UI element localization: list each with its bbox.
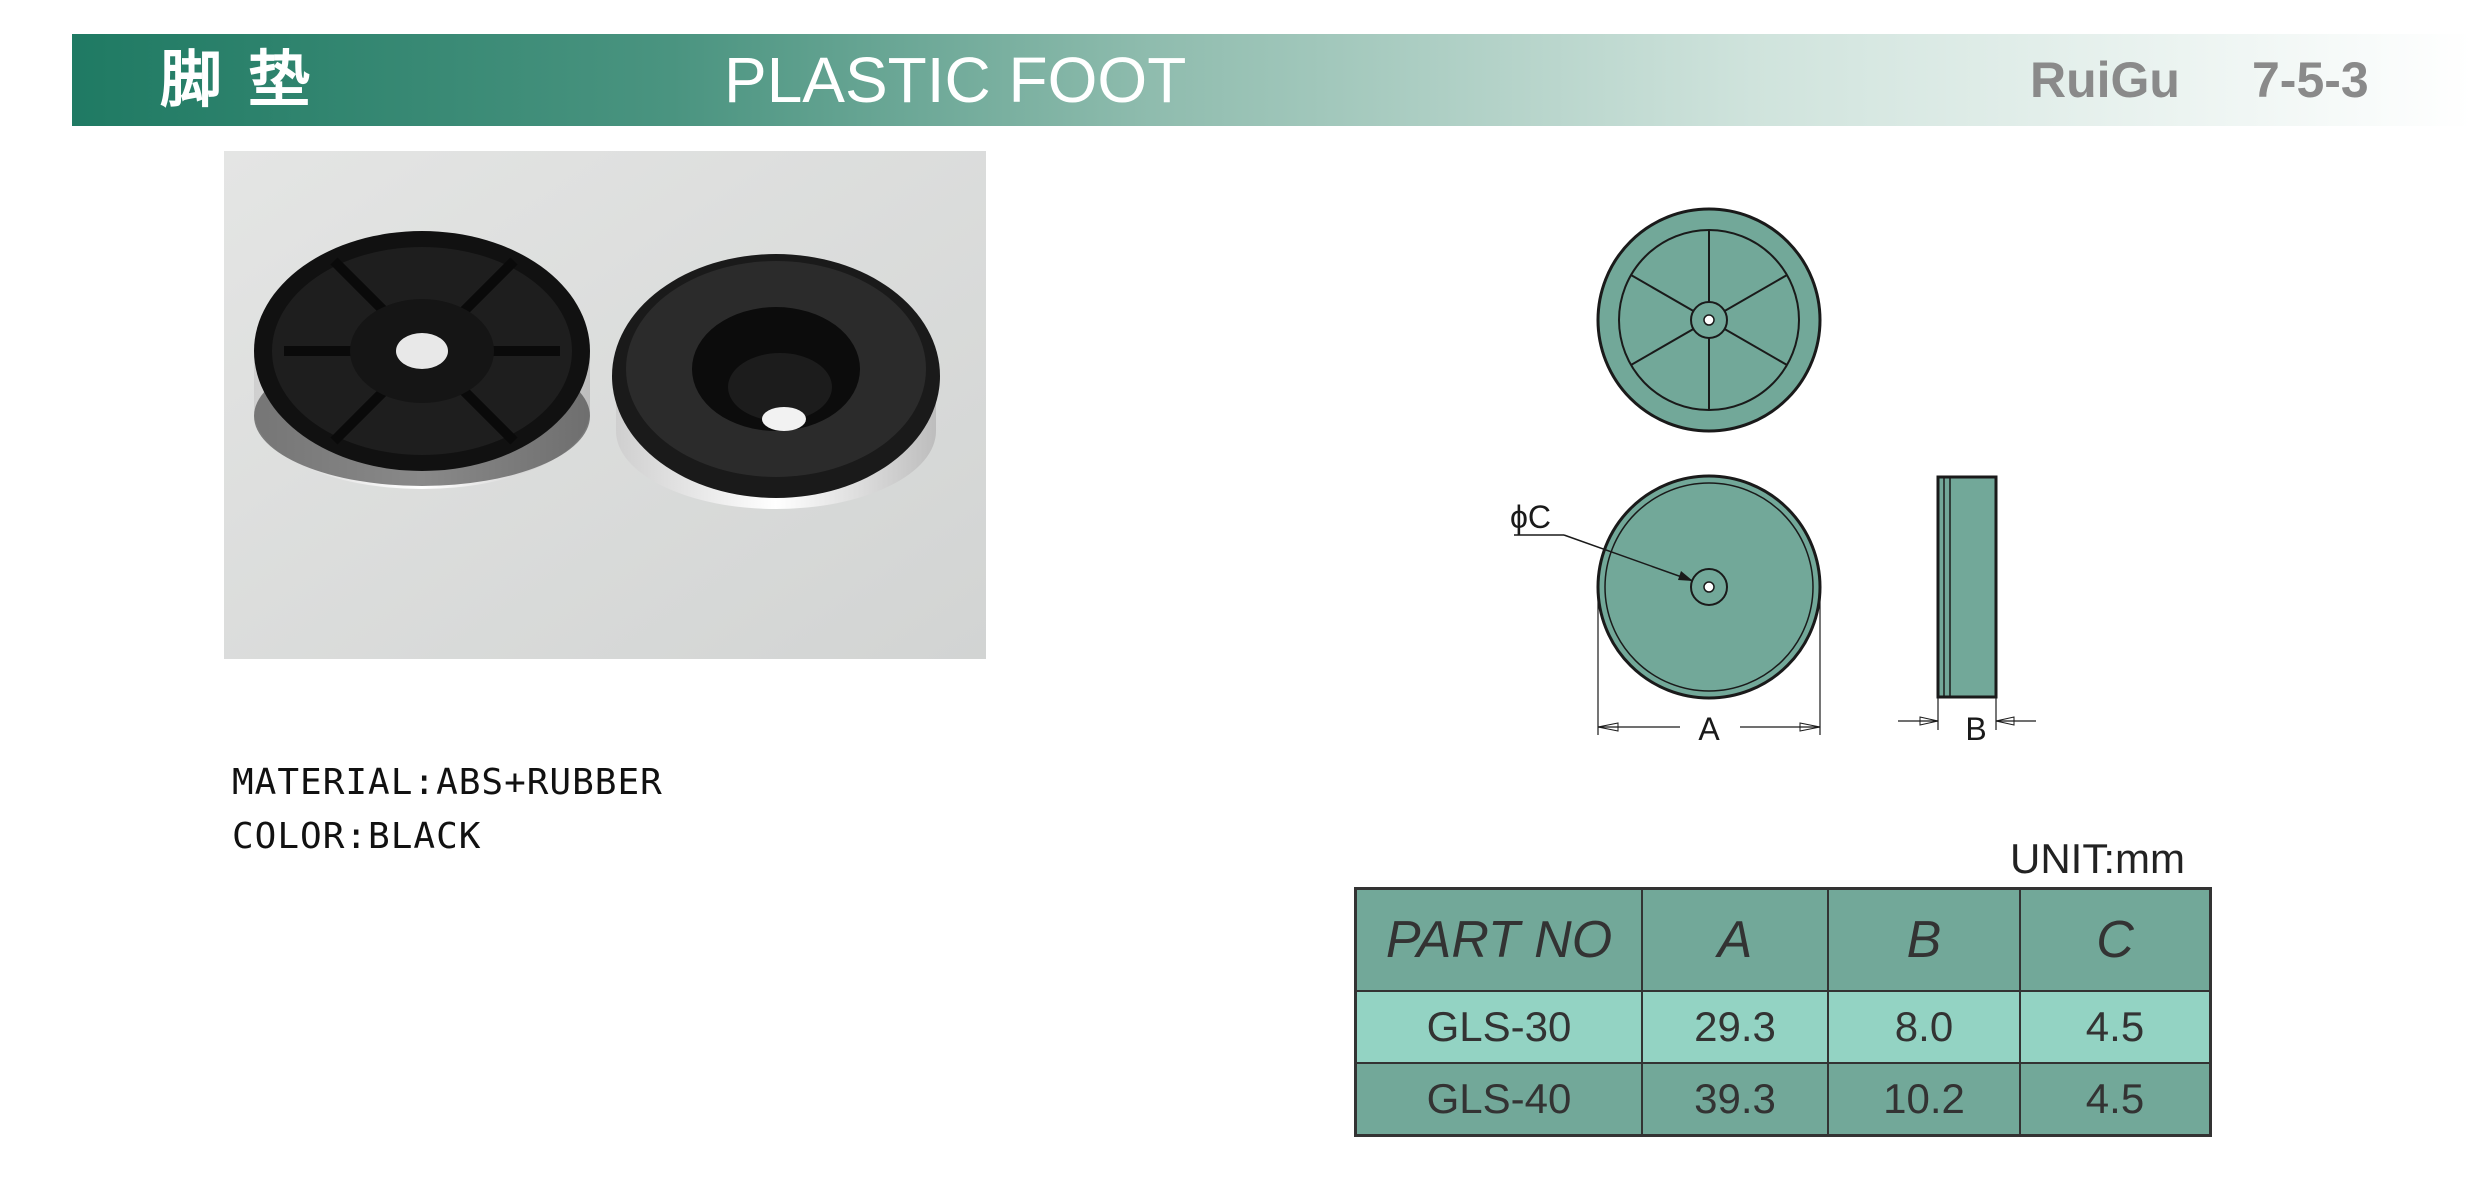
cell-b: 8.0 (1827, 990, 2021, 1064)
dimension-table: PART NO A B C GLS-30 29.3 8.0 4.5 GLS-40… (1354, 887, 2212, 1137)
front-view: ϕC A (1510, 474, 1822, 747)
title-chinese: 脚垫 (160, 43, 337, 116)
brand-name: RuiGu (2030, 52, 2180, 108)
product-photo (224, 151, 986, 659)
material-spec: MATERIAL:ABS+RUBBER (232, 762, 663, 803)
cell-part-no: GLS-30 (1354, 990, 1643, 1064)
cell-part-no: GLS-40 (1354, 1062, 1643, 1137)
table-row: GLS-40 39.3 10.2 4.5 (1354, 1062, 2212, 1137)
table-header-row: PART NO A B C (1354, 887, 2212, 992)
table-row: GLS-30 29.3 8.0 4.5 (1354, 990, 2212, 1064)
catalog-code: 7-5-3 (2252, 52, 2369, 108)
color-spec: COLOR:BLACK (232, 816, 482, 857)
header-a: A (1641, 887, 1829, 992)
cell-a: 39.3 (1641, 1062, 1829, 1137)
side-view: B (1898, 475, 2036, 747)
dimension-label-c: ϕC (1510, 499, 1551, 535)
dimension-label-b: B (1965, 711, 1986, 747)
header-b: B (1827, 887, 2021, 992)
dimension-label-a: A (1698, 711, 1720, 747)
cell-c: 4.5 (2019, 990, 2212, 1064)
cell-c: 4.5 (2019, 1062, 2212, 1137)
technical-drawing: ϕC A B (1510, 207, 2036, 747)
title-english: PLASTIC FOOT (724, 44, 1187, 116)
header-part-no: PART NO (1354, 887, 1643, 992)
cell-a: 29.3 (1641, 990, 1829, 1064)
unit-label: UNIT:mm (2010, 835, 2185, 882)
cell-b: 10.2 (1827, 1062, 2021, 1137)
top-view (1596, 207, 1822, 433)
header-banner (72, 34, 2472, 126)
header-c: C (2019, 887, 2212, 992)
